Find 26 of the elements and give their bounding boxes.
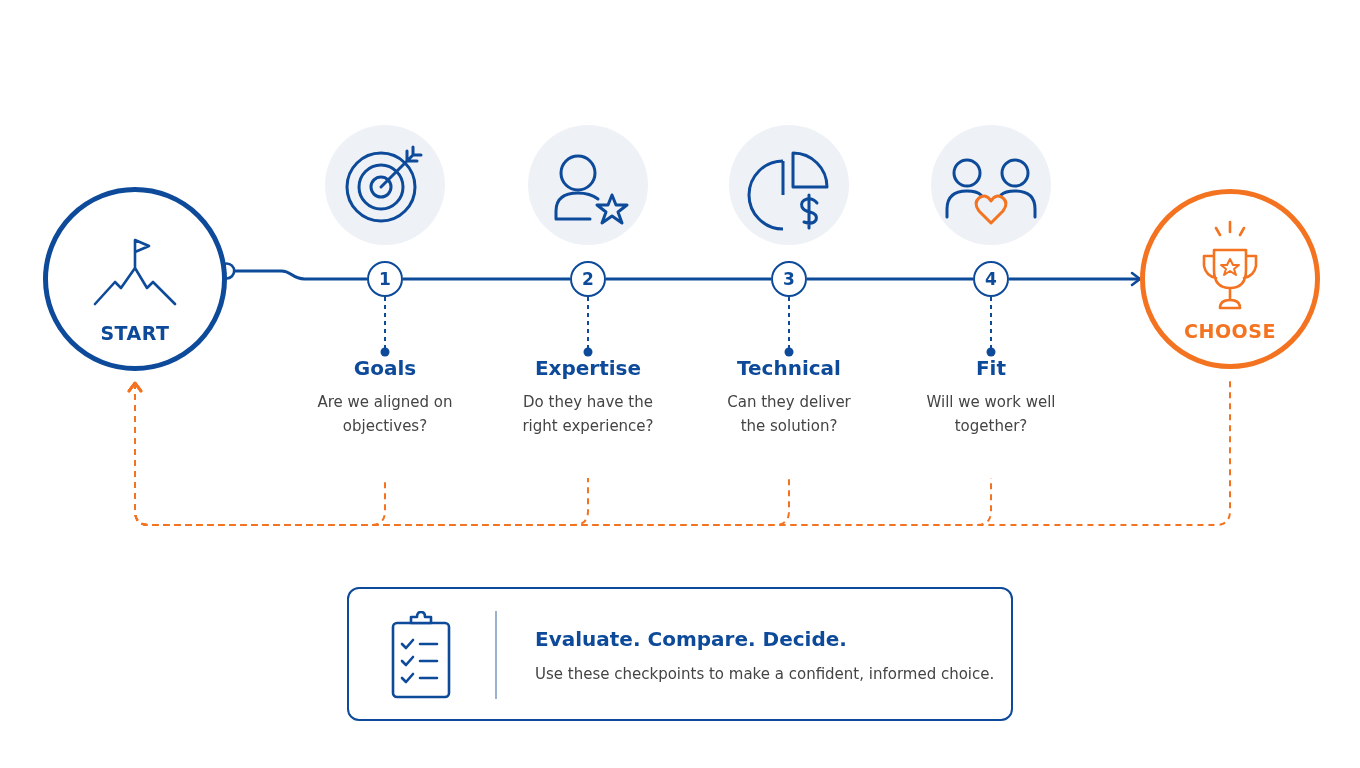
step-number: 2 <box>570 261 606 297</box>
checkpoint-question: Will we work well together? <box>925 392 1057 437</box>
step-number: 3 <box>771 261 807 297</box>
summary-text: Use these checkpoints to make a confident, informed choice. <box>535 665 995 683</box>
checkpoint-title: Expertise <box>534 356 642 380</box>
step-label: CHOOSE <box>1184 320 1276 342</box>
dashed-connector <box>380 296 390 357</box>
checkpoint-title: Goals <box>353 356 417 380</box>
checkpoint-question: Are we aligned on objectives? <box>316 392 454 437</box>
summary-heading: Evaluate. Compare. Decide. <box>535 627 847 651</box>
arrow <box>1009 271 1142 287</box>
feedback-arrow <box>127 381 992 526</box>
timeline-line <box>807 277 973 281</box>
step-number: 4 <box>973 261 1009 297</box>
dashed-connector <box>583 296 593 357</box>
dashed-connector <box>784 296 794 357</box>
checkpoint-question: Can they deliver the solution? <box>726 392 852 437</box>
checkpoint-title: Technical <box>737 356 841 380</box>
timeline-line <box>403 277 570 281</box>
checkpoint-question: Do they have the right experience? <box>521 392 655 437</box>
dashed-connector <box>986 296 996 357</box>
step-label: START <box>100 322 170 344</box>
timeline-line <box>606 277 771 281</box>
step-number: 1 <box>367 261 403 297</box>
checkpoint-title: Fit <box>975 356 1007 380</box>
summary-card <box>347 587 1013 721</box>
